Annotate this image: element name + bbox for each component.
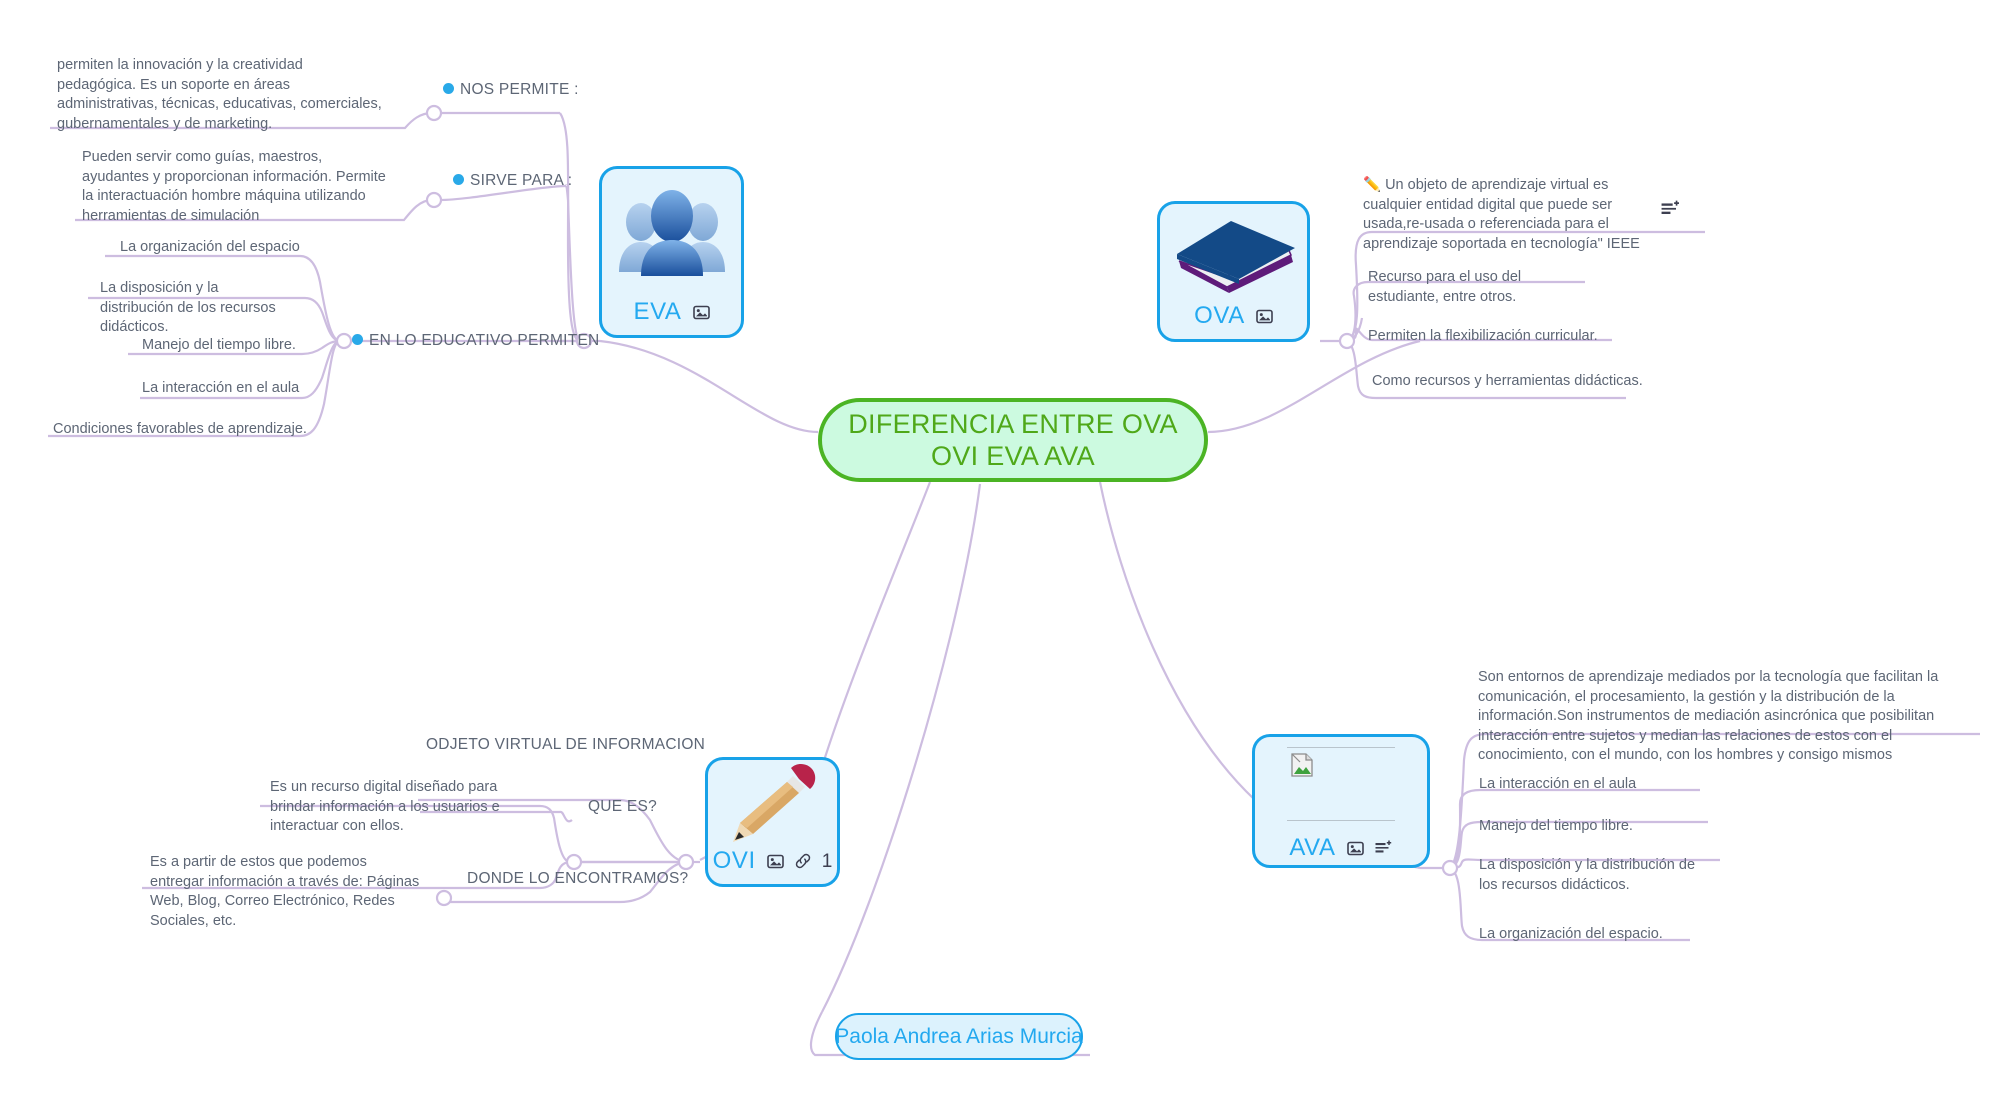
ovi-branch-title[interactable]: ODJETO VIRTUAL DE INFORMACION — [426, 736, 706, 753]
ova-item-2[interactable]: Recurso para el uso del estudiante, entr… — [1368, 269, 1522, 305]
ova-artwork — [1160, 204, 1307, 303]
note-add-icon[interactable] — [1661, 200, 1681, 223]
author-name: Paola Andrea Arias Murcia — [835, 1024, 1083, 1048]
central-topic-text: DIFERENCIA ENTRE OVA OVI EVA AVA — [848, 409, 1178, 471]
image-icon[interactable] — [1256, 308, 1273, 325]
topic-label-ava: AVA — [1289, 834, 1336, 861]
author-node[interactable]: Paola Andrea Arias Murcia — [835, 1013, 1083, 1060]
ava-item-3[interactable]: La disposición y la distribución de los … — [1479, 857, 1696, 893]
bullet-icon — [352, 334, 363, 345]
topic-node-ava[interactable]: AVA — [1252, 734, 1430, 868]
ava-item-2[interactable]: Manejo del tiempo libre. — [1479, 818, 1633, 834]
bullet-icon — [453, 174, 464, 185]
ava-artwork — [1255, 741, 1427, 821]
image-icon[interactable] — [692, 304, 710, 321]
topic-node-eva[interactable]: EVA — [599, 166, 744, 338]
central-topic-node[interactable]: DIFERENCIA ENTRE OVA OVI EVA AVA — [818, 398, 1208, 482]
eva-heading-nos-permite[interactable]: NOS PERMITE : — [443, 80, 579, 100]
image-icon[interactable] — [1346, 840, 1364, 857]
ava-item-1[interactable]: La interacción en el aula — [1479, 776, 1637, 792]
eva-educativo-item-1[interactable]: La organización del espacio — [120, 239, 300, 255]
image-icon[interactable] — [766, 853, 784, 870]
eva-heading-nos-permite-label: NOS PERMITE : — [460, 81, 579, 98]
topic-node-ova[interactable]: OVA — [1157, 201, 1310, 342]
eva-educativo-item-5[interactable]: Condiciones favorables de aprendizaje. — [53, 421, 307, 437]
eva-detail-nos-permite[interactable]: permiten la innovación y la creatividad … — [57, 57, 382, 132]
eva-educativo-item-2[interactable]: La disposición y la distribución de los … — [100, 280, 276, 335]
broken-image-frame — [1287, 747, 1395, 821]
eva-educativo-item-3[interactable]: Manejo del tiempo libre. — [142, 337, 296, 353]
ava-footer: AVA — [1289, 835, 1392, 861]
ova-item-1[interactable]: ✏️ Un objeto de aprendizaje virtual es c… — [1363, 177, 1640, 252]
ovi-question-2-detail[interactable]: Es a partir de estos que podemos entrega… — [150, 854, 420, 929]
ova-footer: OVA — [1194, 303, 1273, 329]
eva-heading-en-lo-educativo-label: EN LO EDUCATIVO PERMITEN — [369, 332, 600, 349]
topic-label-ovi: OVI — [712, 847, 756, 874]
ova-item-4[interactable]: Como recursos y herramientas didácticas. — [1372, 373, 1643, 389]
topic-label-eva: EVA — [633, 298, 682, 325]
ovi-artwork — [708, 760, 837, 848]
ovi-question-1-label[interactable]: QUE ES? — [588, 798, 657, 815]
note-add-icon[interactable] — [1375, 840, 1393, 856]
ava-definition[interactable]: Son entornos de aprendizaje mediados por… — [1478, 669, 1939, 763]
topic-label-ova: OVA — [1194, 302, 1245, 329]
bullet-icon — [443, 83, 454, 94]
ovi-question-1-detail[interactable]: Es un recurso digital diseñado para brin… — [270, 779, 500, 834]
ava-item-4[interactable]: La organización del espacio. — [1479, 926, 1663, 942]
ovi-footer: OVI 1 — [713, 848, 833, 874]
eva-heading-sirve-para[interactable]: SIRVE PARA : — [453, 171, 572, 191]
eva-detail-sirve-para[interactable]: Pueden servir como guías, maestros, ayud… — [82, 149, 386, 224]
eva-heading-sirve-para-label: SIRVE PARA : — [470, 172, 573, 189]
link-count: 1 — [821, 850, 833, 872]
eva-artwork — [602, 169, 741, 299]
ovi-question-2-label[interactable]: DONDE LO ENCONTRAMOS? — [467, 870, 689, 887]
eva-footer: EVA — [633, 298, 710, 325]
link-icon[interactable] — [795, 853, 811, 869]
topic-node-ovi[interactable]: OVI 1 — [705, 757, 840, 887]
broken-image-icon — [1291, 753, 1313, 777]
eva-heading-en-lo-educativo[interactable]: EN LO EDUCATIVO PERMITEN — [352, 331, 600, 351]
ova-item-3[interactable]: Permiten la flexibilización curricular. — [1368, 328, 1598, 344]
eva-educativo-item-4[interactable]: La interacción en el aula — [142, 380, 300, 396]
